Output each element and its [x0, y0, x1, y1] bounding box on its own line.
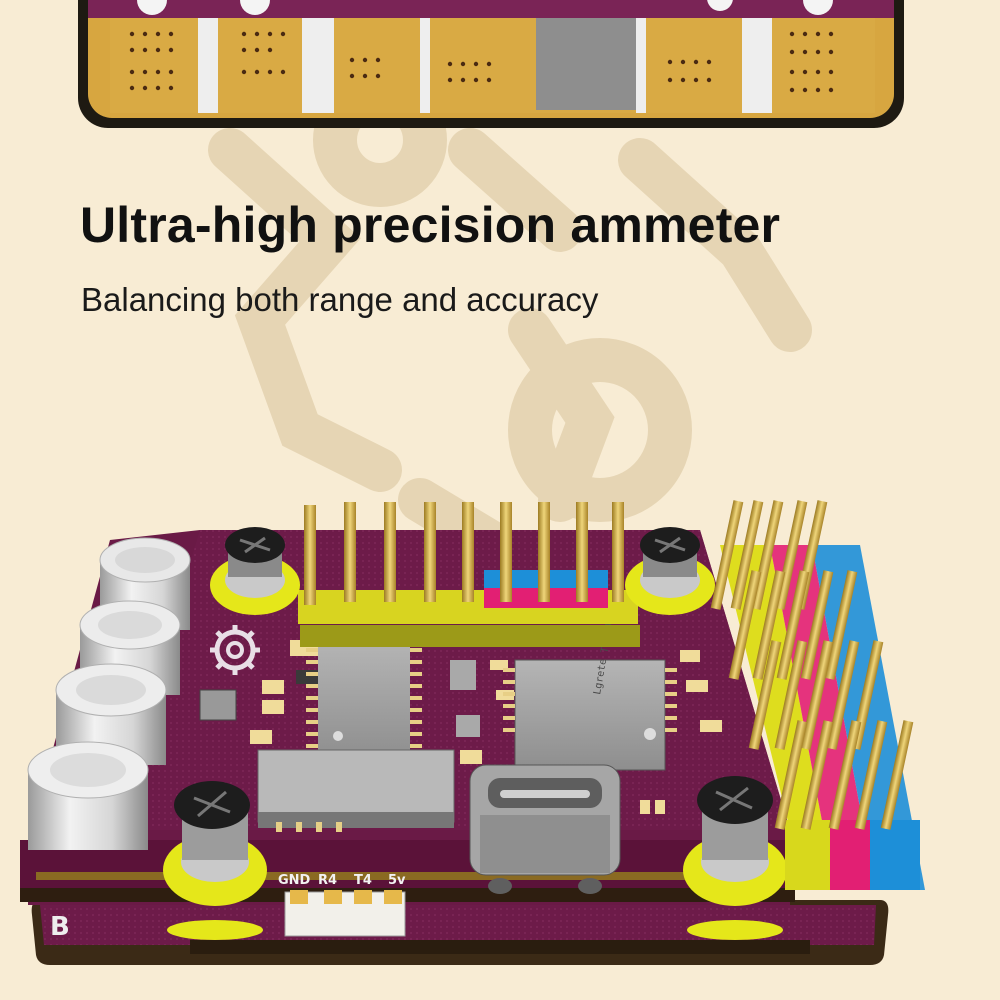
- background-circuit-graphic: [208, 73, 812, 582]
- label-t4: T4: [354, 873, 372, 888]
- side-pin-header: [710, 500, 925, 890]
- header-silkscreen-labels: GND R4 T4 5v: [278, 873, 406, 888]
- top-pin-header: [298, 502, 640, 647]
- edge-letter: B: [50, 912, 70, 942]
- screw-bottom-left: [163, 781, 267, 940]
- screw-top-left: [210, 527, 300, 615]
- mcu-module-right: Lgrete TOK10: [503, 622, 677, 771]
- jst-connector: [284, 890, 406, 937]
- label-5v: 5v: [388, 873, 406, 888]
- gear-logo-icon: [210, 625, 260, 675]
- mounting-screws: [163, 527, 787, 940]
- headline: Ultra-high precision ammeter: [80, 197, 781, 253]
- sd-card-slot: [257, 749, 455, 832]
- usb-c-port: [469, 764, 621, 894]
- mcu-chip-left: [306, 640, 422, 760]
- label-r4: R4: [318, 873, 337, 888]
- screw-bottom-right: [683, 776, 787, 940]
- screw-top-right: [625, 527, 715, 615]
- label-gnd: GND: [278, 873, 311, 888]
- top-board-preview: [78, 0, 904, 128]
- electrolytic-capacitors: [27, 537, 191, 850]
- subheadline: Balancing both range and accuracy: [81, 281, 599, 318]
